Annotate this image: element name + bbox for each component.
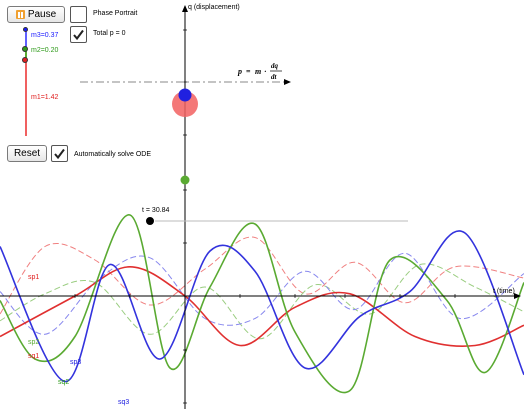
mass-3[interactable]: [178, 88, 192, 102]
m1-label: m1=1.42: [31, 94, 59, 101]
m3-slider-track: [25, 30, 27, 49]
checkmark-icon: [73, 29, 84, 41]
pause-label: Pause: [27, 9, 57, 20]
axis-ticks: [74, 29, 456, 404]
mass-2[interactable]: [180, 175, 190, 185]
t-axis-label: t (time): [493, 288, 515, 295]
q-axis-label: q (displacement): [188, 4, 240, 11]
pause-button[interactable]: Pause: [7, 6, 65, 23]
m2-label: m2=0.20: [31, 47, 59, 54]
label-sp2: sp2: [28, 339, 39, 346]
total-p-checkbox[interactable]: [70, 26, 87, 43]
pause-icon: [15, 10, 25, 19]
mass-1[interactable]: [172, 91, 198, 117]
label-sp3: sp3: [70, 359, 81, 366]
svg-text:dq: dq: [271, 62, 279, 70]
m1-slider-track: [25, 60, 27, 136]
m2-slider-knob[interactable]: [22, 46, 28, 52]
m2-slider-track: [25, 49, 27, 60]
time-point[interactable]: [145, 216, 155, 226]
svg-text:dt: dt: [271, 73, 278, 81]
label-sp1: sp1: [28, 274, 39, 281]
auto-solve-label: Automatically solve ODE: [74, 151, 152, 158]
svg-text:=: =: [246, 67, 251, 76]
series-sq2: [0, 214, 524, 394]
time-label: t = 30.84: [142, 207, 170, 214]
svg-text:·: ·: [264, 67, 267, 76]
reset-button[interactable]: Reset: [7, 145, 47, 162]
label-sq1: sq1: [28, 353, 39, 360]
checkmark-icon: [54, 148, 65, 160]
m1-slider-knob[interactable]: [22, 57, 28, 63]
series-layer: [0, 214, 524, 394]
reset-label: Reset: [13, 148, 41, 159]
phase-portrait-checkbox[interactable]: [70, 6, 87, 23]
series-sp3: [0, 252, 524, 335]
svg-text:m: m: [255, 67, 261, 76]
series-sq3: [0, 230, 524, 383]
m3-slider-knob[interactable]: [23, 27, 28, 32]
auto-solve-checkbox[interactable]: [51, 145, 68, 162]
svg-text:p: p: [237, 67, 242, 76]
series-sp1: [0, 236, 524, 315]
phase-portrait-label: Phase Portrait: [93, 10, 138, 17]
m3-label: m3=0.37: [31, 32, 59, 39]
label-sq3: sq3: [118, 399, 129, 406]
label-sq2: sq2: [58, 379, 69, 386]
total-p-label: Total p = 0: [93, 30, 126, 37]
momentum-formula: p = m · dq dt: [237, 62, 282, 81]
